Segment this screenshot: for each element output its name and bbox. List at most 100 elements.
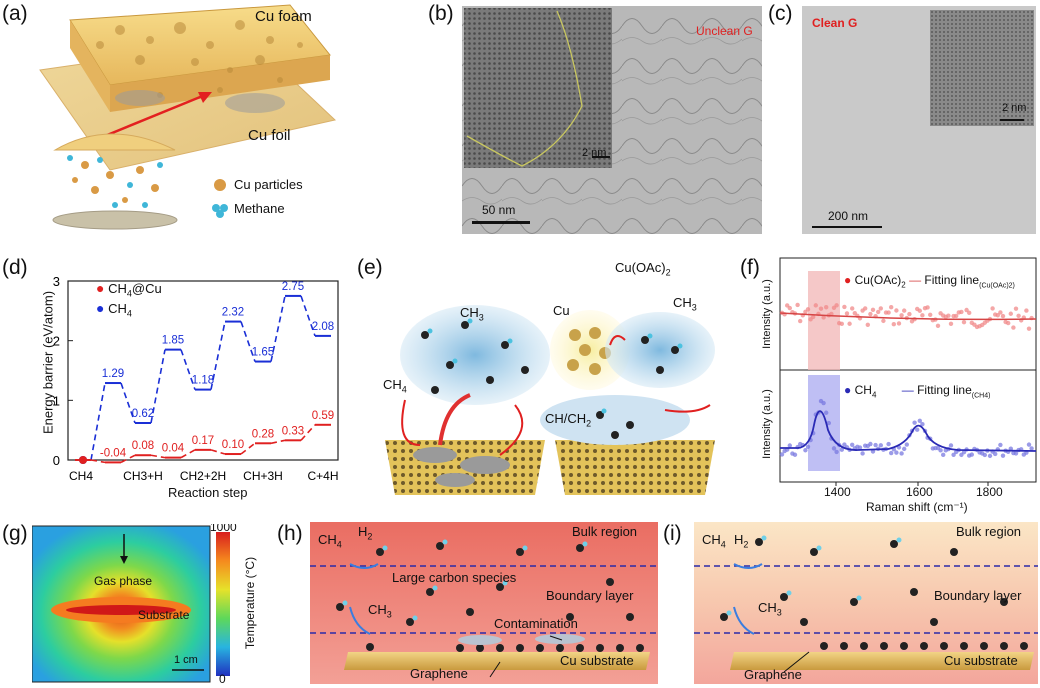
d-data-label: 1.18 [192, 375, 214, 387]
f-point-bot [987, 453, 993, 459]
panel-d-label: (d) [2, 256, 28, 279]
d-data-label: 2.32 [222, 307, 244, 319]
f-point-bot [824, 410, 829, 415]
d-data-label: 1.29 [102, 368, 124, 380]
f-point-bot [1013, 451, 1019, 456]
i-ch3: CH3 [758, 600, 782, 618]
f-point-top [821, 315, 826, 320]
f-point-top [928, 312, 933, 317]
d-data-label: 1.85 [162, 335, 184, 347]
f-point-top [1008, 311, 1013, 316]
f-point-top [805, 307, 811, 312]
f-point-top [850, 306, 855, 311]
panel-b-micrograph: Unclean G 2 nm 50 nm [462, 6, 762, 234]
d-data-label: 0.04 [162, 443, 185, 455]
i-ch4: CH4 [702, 532, 726, 550]
d-data-label: 1.65 [252, 347, 274, 359]
d-legend-2: ● CH4 [96, 300, 132, 319]
f-point-top [842, 304, 847, 310]
h-graphene: Graphene [410, 666, 468, 681]
f-point-bot [1026, 442, 1032, 447]
d-connector [180, 449, 196, 459]
panel-a-label: (a) [2, 2, 28, 25]
f-point-top [865, 322, 870, 327]
e-chch2: CH/CH2 [545, 411, 592, 429]
f-point-top [811, 314, 816, 320]
unclean-g-label: Unclean G [696, 24, 753, 38]
f-legend-top: ● Cu(OAc)2 — Fitting line(Cu(OAc)2) [844, 273, 1015, 290]
d-ytick-label: 3 [53, 274, 60, 289]
f-point-top [967, 310, 972, 316]
panel-g-label: (g) [2, 522, 28, 545]
f-point-top [1000, 313, 1006, 319]
f-point-top [1026, 326, 1032, 331]
f-point-top [959, 309, 964, 315]
methane-legend: Methane [234, 201, 285, 216]
f-point-bot [917, 418, 922, 423]
f-point-top [813, 303, 818, 308]
d-connector [300, 295, 316, 337]
f-point-bot [857, 445, 863, 450]
f-point-bot [951, 452, 956, 457]
e-ch3-right: CH3 [673, 295, 697, 313]
cu-particles-legend: Cu particles [234, 177, 303, 192]
f-point-bot [993, 451, 998, 457]
f-point-bot [868, 441, 873, 447]
f-point-bot [787, 443, 792, 448]
f-point-bot [873, 442, 878, 448]
f-legend-bot: ● CH4 — Fitting line(CH4) [844, 383, 991, 400]
d-data-label: 0.17 [192, 435, 214, 447]
panel-h-label: (h) [277, 522, 303, 545]
e-ch4-left: CH4 [383, 377, 407, 395]
f-point-top [889, 304, 894, 310]
d-connector [180, 349, 196, 390]
g-cbar-max: 1000 [210, 524, 237, 534]
f-point-bot [1029, 446, 1034, 451]
d-xtick-label: CH3+H [123, 469, 163, 483]
f-point-top [863, 306, 868, 311]
f-point-bot [982, 452, 987, 458]
h-ch4: CH4 [318, 532, 342, 550]
h-large: Large carbon species [392, 570, 517, 585]
f-point-top [946, 313, 951, 318]
g-scale: 1 cm [174, 654, 198, 666]
d-connector [300, 424, 316, 441]
d-data-label: 0.62 [132, 408, 154, 420]
d-ytick-label: 1 [53, 393, 60, 408]
f-xtick-2: 1600 [906, 485, 933, 499]
d-data-label: 0.10 [222, 439, 244, 451]
d-plot-frame [67, 280, 339, 461]
d-data-label: -0.04 [100, 447, 127, 459]
f-point-top [990, 306, 995, 311]
panel-f-chart: ● Cu(OAc)2 — Fitting line(Cu(OAc)2) ● CH… [758, 255, 1040, 517]
d-xtick-label: CH4 [69, 469, 93, 483]
d-connector [120, 382, 136, 424]
d-ylabel: Energy barrier (eV/atom) [40, 290, 56, 435]
f-point-top [899, 313, 904, 318]
f-point-bot [912, 420, 917, 425]
f-point-bot [902, 446, 907, 452]
d-connector [150, 349, 166, 424]
f-point-top [787, 305, 792, 311]
d-xtick-label: C+4H [307, 469, 338, 483]
f-point-bot [878, 443, 883, 448]
h-ch3: CH3 [368, 602, 392, 620]
d-connector [240, 442, 256, 455]
f-point-top [839, 321, 844, 327]
f-point-bot [889, 450, 894, 456]
d-data-label: 0.28 [252, 428, 274, 440]
i-h2: H2 [734, 532, 749, 550]
panel-e-scheme: CH3 CH4 Cu Cu(OAc)2 CH3 CH/CH2 [375, 255, 735, 500]
f-point-top [844, 311, 850, 316]
f-point-bot [779, 452, 785, 457]
f-point-bot [860, 451, 865, 456]
f-point-bot [894, 450, 899, 455]
f-point-bot [899, 451, 904, 456]
g-gas-phase: Gas phase [94, 574, 153, 588]
f-point-top [824, 305, 829, 310]
f-point-top [902, 308, 907, 313]
f-point-bot [839, 447, 844, 452]
panel-c-micrograph: Clean G 2 nm 200 nm [802, 6, 1036, 234]
f-point-top [998, 310, 1003, 315]
d-connector [90, 459, 106, 464]
